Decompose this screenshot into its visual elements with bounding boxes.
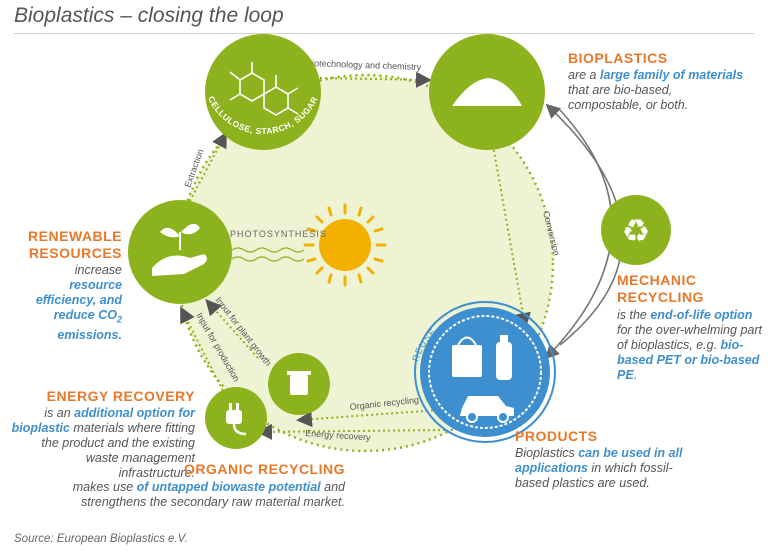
energy-heading: ENERGY RECOVERY (46, 388, 195, 404)
mechanic-recycling-node: ♻ (601, 195, 671, 265)
page-title: Bioplastics – closing the loop (14, 4, 284, 27)
title-divider (14, 33, 754, 34)
photosynthesis-waves (231, 247, 305, 262)
extraction-arrow (184, 131, 227, 211)
bottle-icon (496, 342, 512, 380)
bag-icon (452, 345, 482, 377)
plant-in-hand-icon (152, 223, 207, 276)
organic-heading: ORGANIC RECYCLING (184, 461, 345, 477)
edge-label-biotech: Biotechnology and chemistry (306, 58, 422, 72)
renewable-resources-node (128, 200, 232, 304)
car-icon (460, 396, 514, 416)
granulate-pile-icon (452, 78, 522, 106)
photosynthesis-label: PHOTOSYNTHESIS (230, 229, 327, 239)
plug-icon (226, 403, 247, 436)
reuse-ring (414, 301, 556, 443)
bin-icon (290, 375, 308, 395)
energy-description: is an additional option for bioplastic m… (11, 406, 195, 480)
production-arrow (180, 306, 226, 396)
bioplastics-description: are a large family of materials that are… (568, 68, 744, 112)
products-heading: PRODUCTS (515, 428, 598, 444)
renewable-description: increase resource efficiency, and reduce… (35, 263, 122, 342)
sun-icon (303, 203, 387, 287)
edge-label-energy: Energy recovery (305, 428, 372, 443)
organic-recycling-arrow (296, 409, 439, 428)
organic-recycling-node (268, 353, 330, 415)
mechanic-description: is the end-of-life option for the over-w… (617, 308, 762, 382)
products-description: Bioplastics can be used in all applicati… (515, 446, 683, 490)
energy-recovery-node (205, 387, 267, 449)
conversion-arrow (491, 139, 531, 329)
biotech-arrow (319, 71, 432, 88)
bioplastics-heading: BIOPLASTICS (568, 50, 668, 66)
molecule-icon (229, 62, 299, 116)
organic-description: makes use of untapped biowaste potential… (72, 480, 345, 509)
source-credit: Source: European Bioplastics e.V. (14, 533, 188, 545)
raw-materials-node: CELLULOSE, STARCH, SUGAR, OILS (0, 0, 321, 150)
recycle-icon: ♻ (622, 212, 651, 250)
bioplastics-node (429, 34, 545, 150)
loop-ring (175, 73, 555, 453)
energy-recovery-arrow (256, 423, 446, 440)
